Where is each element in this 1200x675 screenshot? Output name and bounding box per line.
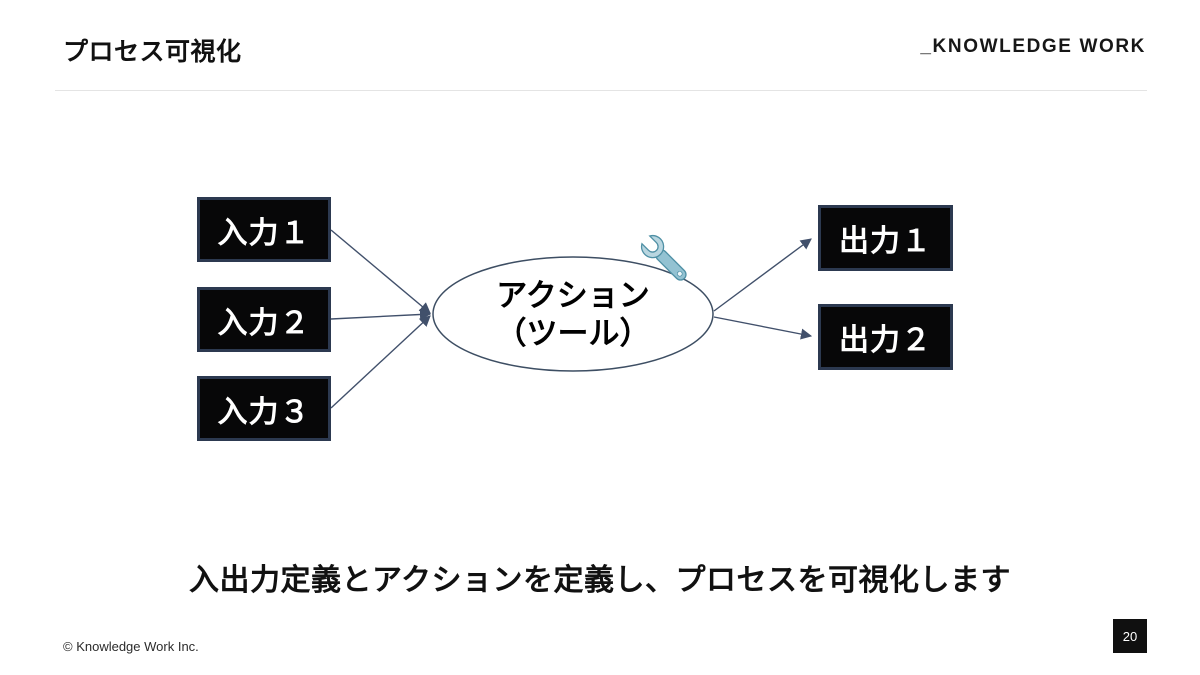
page-number: 20 (1122, 628, 1138, 644)
arrow-input-2 (330, 308, 432, 321)
output-2-box: 出力２ (818, 304, 953, 370)
summary-message: 入出力定義とアクションを定義し、プロセスを可視化します (189, 564, 1011, 597)
input-1-box: 入力１ (197, 197, 331, 262)
action-label-line2: （ツール） (495, 315, 651, 351)
input-2-label: 入力２ (217, 306, 311, 340)
output-1-box: 出力１ (818, 205, 953, 271)
wrench-icon (640, 234, 687, 281)
header-divider (55, 90, 1147, 91)
action-ellipse (432, 256, 714, 372)
output-2-label: 出力２ (839, 324, 932, 357)
input-2-box: 入力２ (197, 287, 331, 352)
output-1-label: 出力１ (839, 225, 932, 258)
page-title: プロセス可視化 (63, 38, 242, 66)
input-3-label: 入力３ (217, 395, 311, 429)
arrow-input-1 (330, 229, 431, 314)
page-number-badge: 20 (1113, 619, 1147, 653)
knowledge-work-logo: _KNOWLEDGE WORK (920, 36, 1146, 57)
arrow-output-2 (713, 316, 813, 340)
action-ellipse-label: アクション （ツール） (443, 277, 703, 353)
input-1-label: 入力１ (217, 216, 311, 250)
arrow-output-1 (713, 238, 812, 312)
arrow-input-3 (330, 315, 431, 409)
input-3-box: 入力３ (197, 376, 331, 441)
copyright-text: © Knowledge Work Inc. (63, 639, 199, 654)
action-label-line1: アクション (496, 278, 650, 313)
